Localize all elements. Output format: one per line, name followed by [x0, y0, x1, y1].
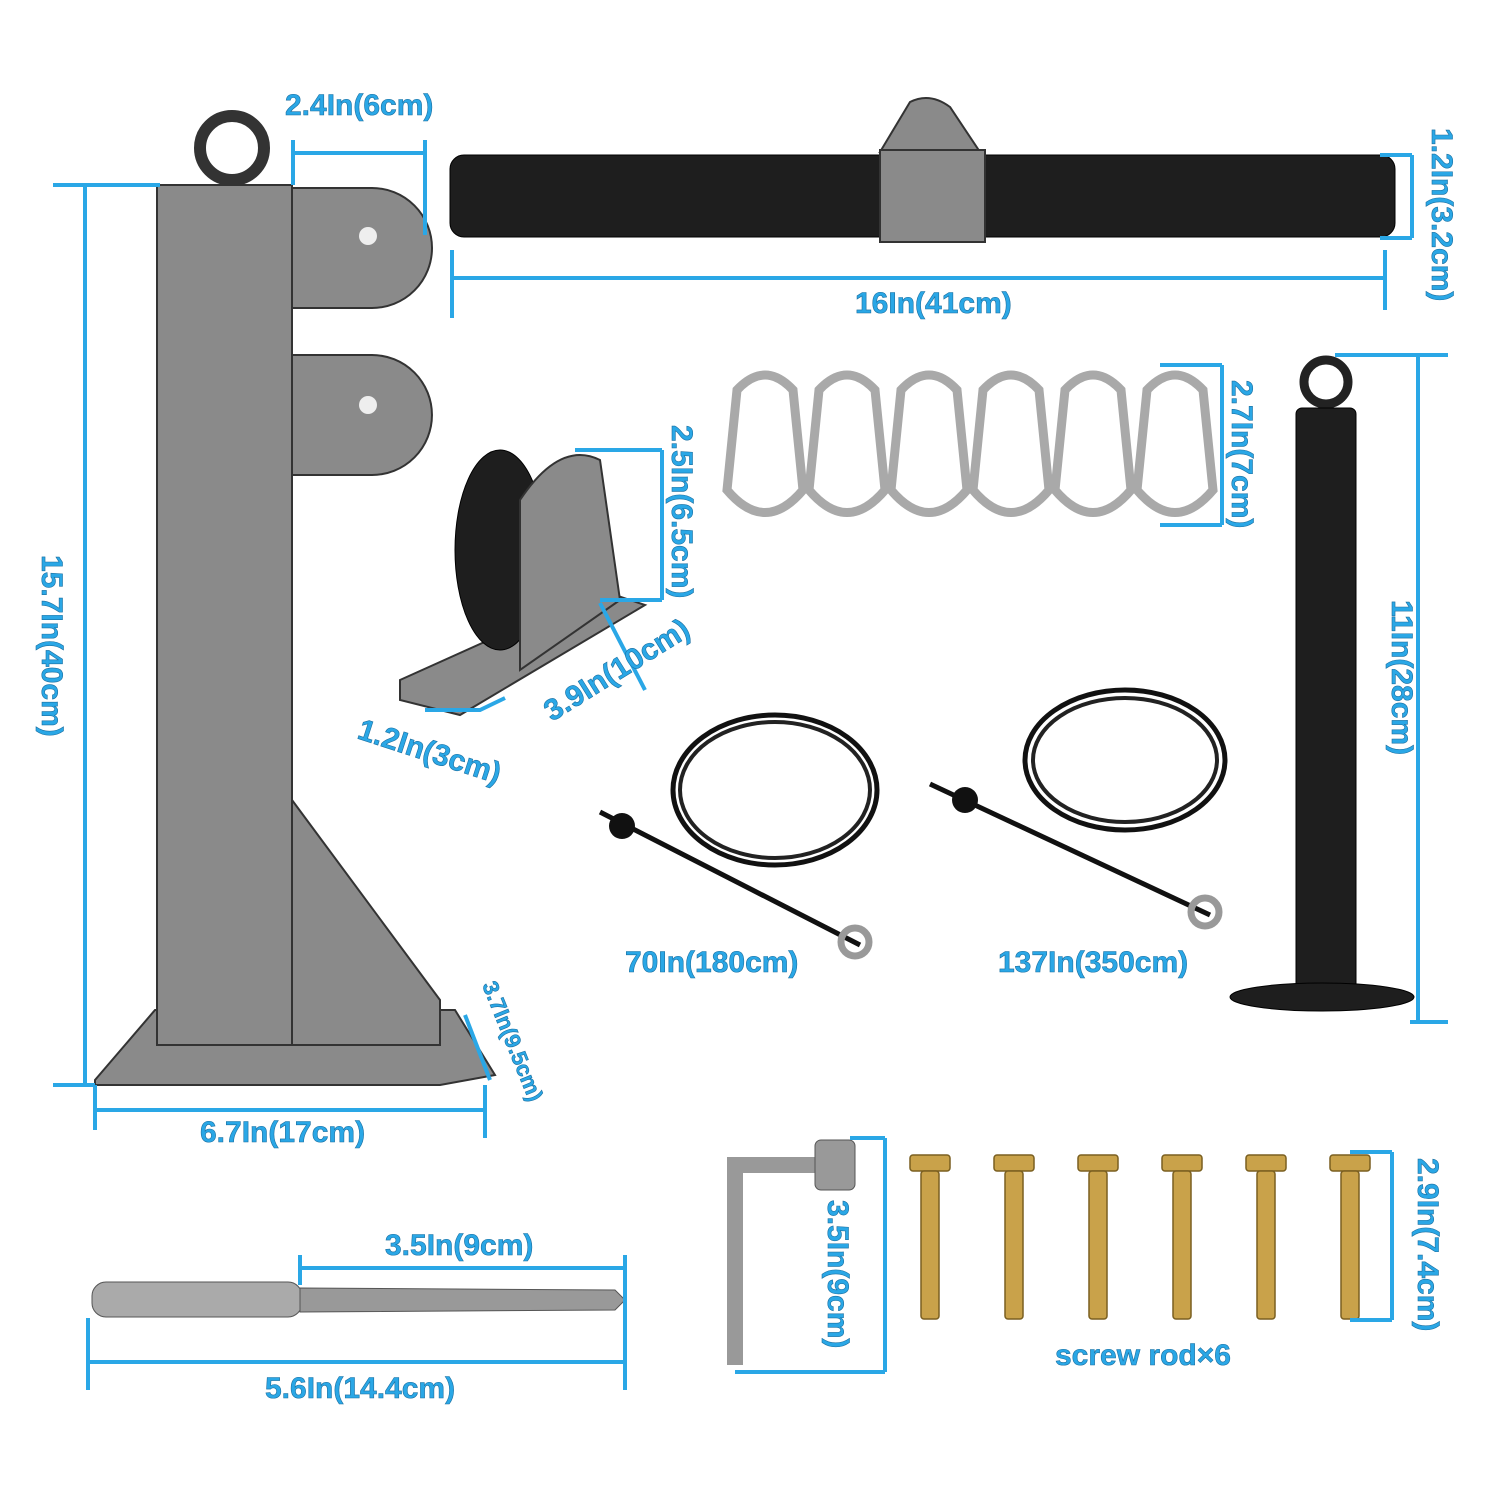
base-width-label: 6.7In(17cm)	[200, 1116, 365, 1149]
upper-pulley-bracket	[291, 187, 433, 309]
carabiner	[722, 370, 808, 517]
carabiner-length-label: 2.7In(7cm)	[1225, 380, 1258, 528]
screw-rod	[1077, 1154, 1119, 1320]
carabiner	[1132, 370, 1218, 517]
pulley-height-label: 2.5In(6.5cm)	[665, 425, 698, 598]
pulley-side-plate	[519, 454, 622, 672]
pulley-block	[399, 449, 648, 717]
carabiner	[968, 370, 1054, 517]
mount-height-label: 15.7In(40cm)	[35, 555, 68, 737]
carabiner	[804, 370, 890, 517]
wrench-height-label: 3.5In(9cm)	[821, 1200, 854, 1348]
loading-pin-height-label: 11In(28cm)	[1385, 600, 1418, 755]
screw-rods	[909, 1154, 1371, 1320]
pulley-width-label: 1.2In(3cm)	[354, 713, 505, 790]
carabiners	[722, 370, 1218, 517]
drill-bit	[91, 1281, 626, 1318]
lower-pulley-bracket	[291, 354, 433, 476]
carabiner	[886, 370, 972, 517]
loading-pin	[1229, 355, 1415, 1012]
mount-eye-ring	[194, 110, 270, 186]
cable-short	[598, 712, 880, 960]
bar-center-sleeve	[879, 149, 986, 243]
bar-swivel-tab	[878, 97, 982, 153]
screw-length-label: 2.9In(7.4cm)	[1411, 1158, 1444, 1331]
screw-rod	[909, 1154, 951, 1320]
screw-rod	[1245, 1154, 1287, 1320]
drill-length-label: 5.6In(14.4cm)	[265, 1372, 455, 1405]
drill-flute-label: 3.5In(9cm)	[385, 1229, 533, 1262]
bar-diameter-label: 1.2In(3.2cm)	[1425, 128, 1458, 301]
screw-rod	[1329, 1154, 1371, 1320]
screw-rod	[993, 1154, 1035, 1320]
hex-wrench	[727, 1139, 856, 1365]
mount-post	[156, 184, 293, 1046]
cable-short-label: 70In(180cm)	[625, 946, 798, 979]
lat-bar	[449, 97, 1396, 243]
screw-caption: screw rod×6	[1055, 1339, 1231, 1372]
cable-long	[928, 687, 1228, 930]
bracket-depth-label: 2.4In(6cm)	[285, 89, 433, 122]
dimension-lines	[53, 140, 1448, 1390]
carabiner	[1050, 370, 1136, 517]
bar-length-label: 16In(41cm)	[855, 287, 1012, 320]
wall-mount-bracket	[94, 110, 497, 1086]
base-depth-label: 3.7In(9.5cm)	[477, 978, 548, 1105]
cable-long-label: 137In(350cm)	[998, 946, 1188, 979]
mount-gusset	[291, 796, 441, 1046]
screw-rod	[1161, 1154, 1203, 1320]
